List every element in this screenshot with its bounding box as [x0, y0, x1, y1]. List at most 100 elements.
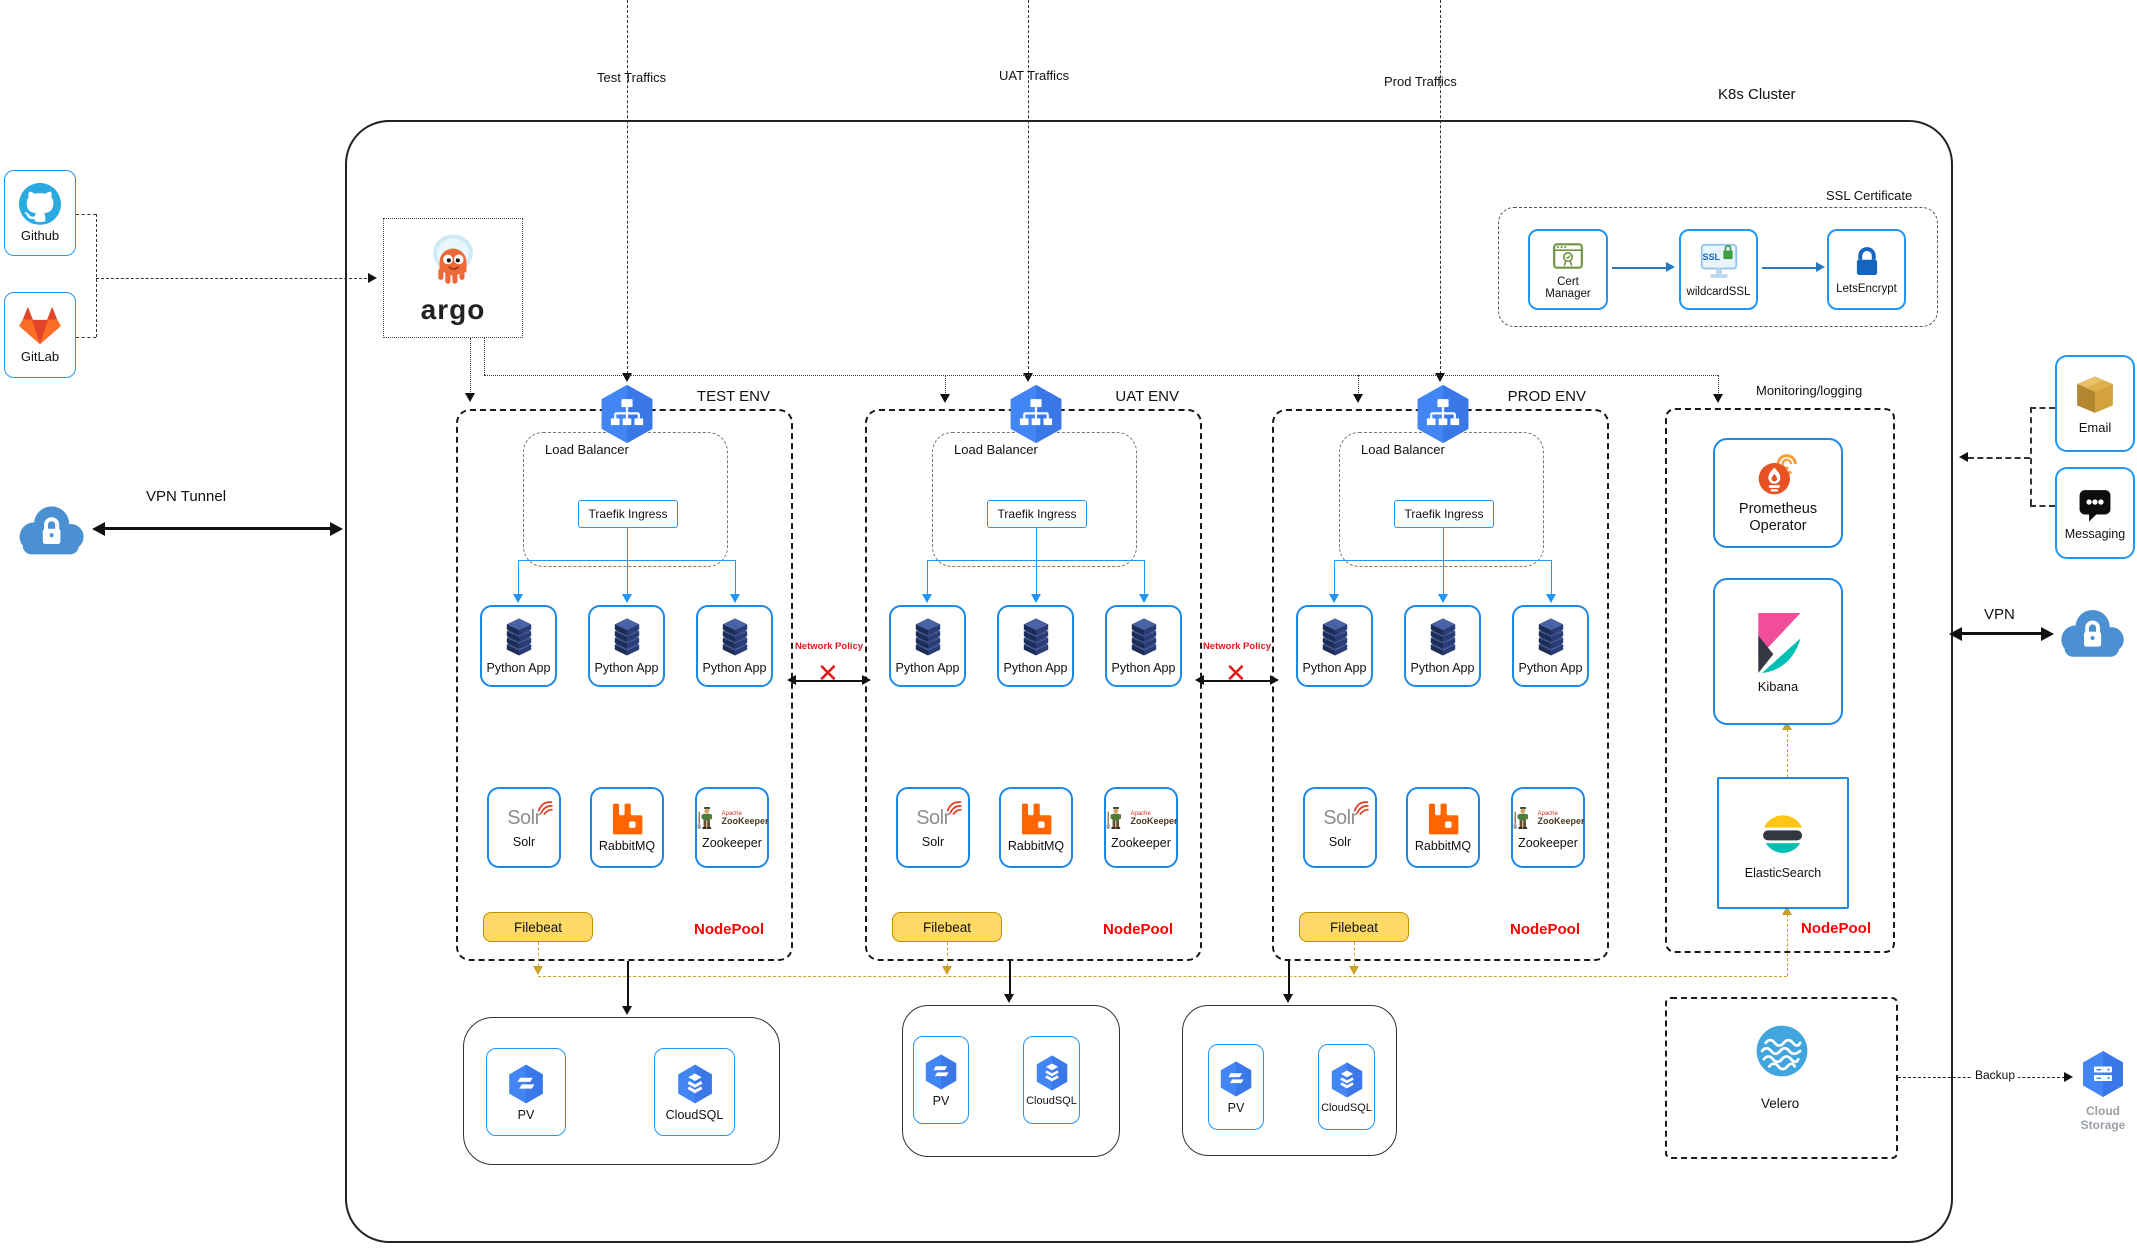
ingress-line — [1036, 560, 1037, 596]
cloudsql-label: CloudSQL — [1026, 1094, 1077, 1107]
python-app-label: Python App — [1518, 661, 1583, 676]
kibana-node: Kibana — [1713, 578, 1843, 725]
log-line — [1787, 914, 1788, 976]
uat-traffics-label: UAT Traffics — [999, 68, 1070, 83]
prod-traffics-label: Prod Traffics — [1384, 74, 1457, 89]
prod-traffic-line — [1440, 0, 1441, 374]
storage-line — [627, 961, 629, 1007]
k8s-cluster-boundary — [345, 120, 1953, 1243]
vpn-cloud-icon — [10, 494, 90, 562]
argo-node: argo — [383, 218, 523, 338]
zookeeper-node: Apache ZooKeeper Zookeeper — [1511, 787, 1585, 868]
backup-label: Backup — [1972, 1068, 2019, 1082]
ssl-arrow-line — [1612, 267, 1670, 269]
scm-bracket-line — [76, 214, 96, 215]
solr-logo-text: Solr — [1323, 807, 1357, 830]
arrowhead — [862, 675, 871, 685]
python-app-label: Python App — [1003, 661, 1068, 676]
arrowhead — [2064, 1072, 2073, 1082]
arrowhead — [1353, 394, 1363, 403]
arrowhead — [730, 594, 740, 603]
solr-label: Solr — [921, 834, 945, 849]
pv-node: PV — [913, 1036, 969, 1124]
arrowhead — [533, 966, 543, 975]
filebeat-node: Filebeat — [483, 912, 593, 942]
github-node: Github — [4, 170, 76, 256]
ssl-certificate-title: SSL Certificate — [1826, 188, 1913, 203]
wildcard-ssl-node: SSL wildcardSSL — [1679, 229, 1758, 310]
elasticsearch-node: ElasticSearch — [1717, 777, 1849, 909]
zookeeper-brand: ZooKeeper — [1130, 815, 1178, 826]
email-node: Email — [2055, 355, 2135, 452]
ingress-line — [1551, 560, 1552, 596]
pv-icon — [922, 1053, 960, 1091]
scm-bracket-line — [96, 214, 97, 337]
arrowhead — [1666, 262, 1675, 272]
wildcard-ssl-label: wildcardSSL — [1686, 286, 1751, 298]
cloud-storage-icon — [2078, 1048, 2128, 1100]
solr-label: Solr — [1328, 834, 1352, 849]
velero-boundary — [1665, 997, 1898, 1159]
ingress-line — [1144, 560, 1145, 596]
notify-bracket-line — [2030, 505, 2055, 507]
cloudsql-node: CloudSQL — [1318, 1044, 1375, 1130]
arrowhead — [787, 675, 796, 685]
vpn-right-line — [1958, 632, 2048, 635]
argo-octopus-icon — [421, 230, 485, 294]
env-uat-name: UAT ENV — [1115, 388, 1179, 405]
cloudsql-label: CloudSQL — [665, 1107, 724, 1122]
log-line — [538, 976, 1787, 977]
load-balancer-icon — [1005, 381, 1067, 447]
argo-deploy-line — [1718, 375, 1719, 395]
argo-deploy-line — [945, 375, 946, 395]
zookeeper-brand-top: Apache — [1537, 810, 1558, 817]
cert-manager-icon — [1551, 239, 1585, 273]
pv-node: PV — [1208, 1044, 1264, 1130]
notify-bracket-line — [2030, 407, 2032, 505]
arrowhead — [1959, 452, 1968, 462]
arrowhead — [622, 1006, 632, 1015]
ingress-line — [1443, 528, 1444, 560]
solr-logo: Solr — [916, 806, 950, 832]
pv-node: PV — [486, 1048, 566, 1136]
rabbitmq-icon — [1426, 802, 1460, 836]
pv-label: PV — [517, 1107, 535, 1122]
arrowhead — [1023, 373, 1033, 382]
storage-group-uat — [902, 1005, 1120, 1157]
python-app-icon — [498, 616, 540, 658]
ingress-line — [1334, 560, 1551, 561]
arrowhead — [1713, 394, 1723, 403]
network-policy-label: Network Policy — [1202, 641, 1272, 652]
python-app-icon — [907, 616, 949, 658]
arrowhead — [1031, 594, 1041, 603]
solr-logo: Solr — [1323, 806, 1357, 832]
scm-to-argo-line — [96, 278, 372, 279]
network-policy-line — [795, 680, 863, 682]
load-balancer-label: Load Balancer — [954, 442, 1038, 457]
gitlab-label: GitLab — [20, 349, 60, 364]
python-app-icon — [606, 616, 648, 658]
github-icon — [19, 183, 61, 225]
cloudsql-icon — [674, 1063, 716, 1105]
vpn-tunnel-line — [100, 527, 338, 530]
email-icon — [2073, 373, 2117, 417]
arrowhead — [1949, 626, 1962, 641]
messaging-icon — [2076, 486, 2114, 524]
zookeeper-logo: Apache ZooKeeper — [696, 805, 769, 833]
zookeeper-icon — [1512, 805, 1536, 833]
log-line — [538, 942, 539, 972]
python-app-node: Python App — [889, 605, 966, 687]
solr-node: Solr Solr — [1303, 787, 1377, 868]
arrowhead — [368, 273, 377, 283]
load-balancer-label: Load Balancer — [1361, 442, 1445, 457]
log-line — [1354, 942, 1355, 972]
python-app-node: Python App — [1296, 605, 1373, 687]
arrowhead — [1349, 966, 1359, 975]
arrowhead — [92, 521, 105, 536]
log-line — [947, 942, 948, 972]
elasticsearch-icon — [1754, 805, 1812, 863]
python-app-icon — [1015, 616, 1057, 658]
env-test: TEST ENV Load Balancer Traefik Ingress P… — [456, 375, 796, 975]
solr-flare-icon — [537, 799, 553, 815]
